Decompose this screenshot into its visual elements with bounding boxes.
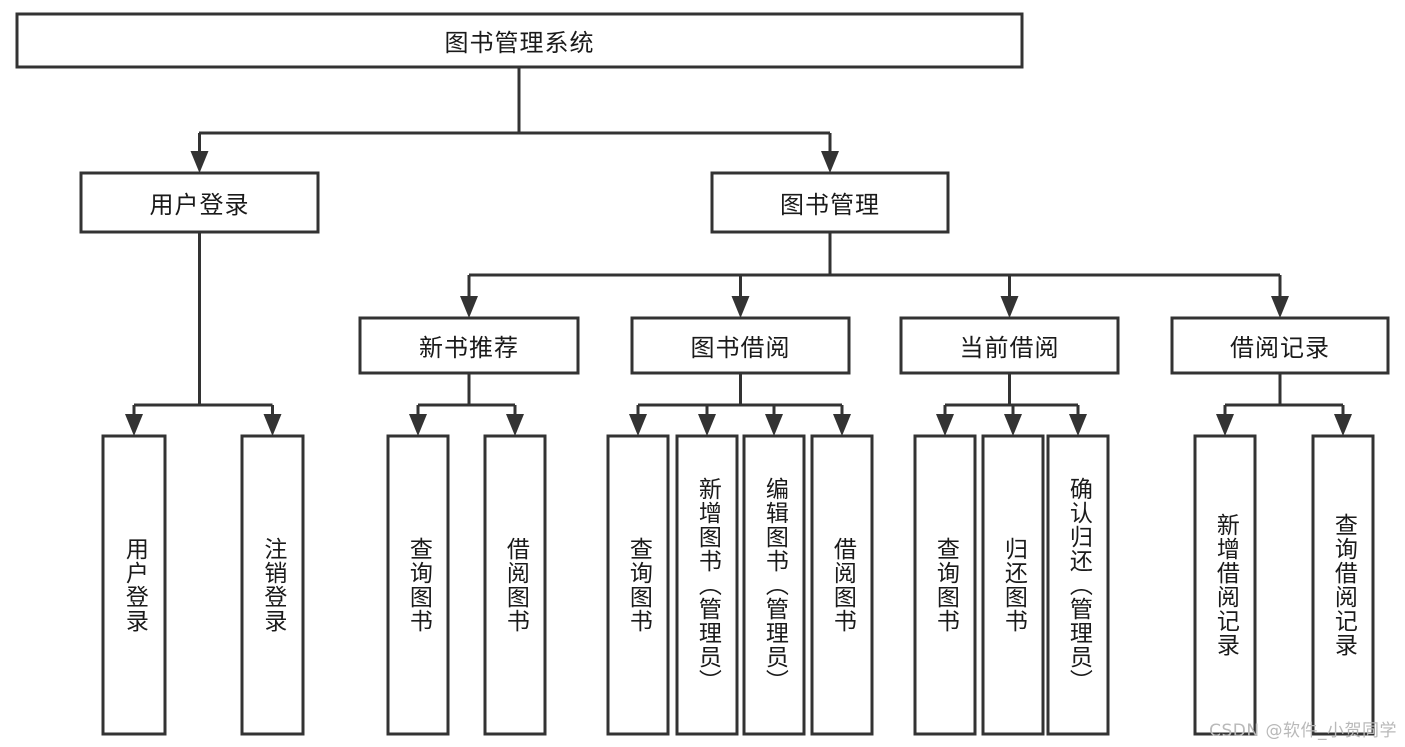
arrow-down-icon-leaf-node-当前借阅-2 [1069,414,1087,436]
leaf-node-box [606,434,670,736]
arrow-down-icon-leaf-node-用户登录-0 [125,414,143,436]
arrow-down-icon-level1-0 [190,151,209,173]
node-借阅记录-box [1170,316,1390,375]
leaf-node-box [386,434,450,736]
arrow-down-icon-level2-1 [731,296,750,318]
arrow-down-icon-level1-1 [821,151,839,173]
arrow-down-icon-leaf-node-新书推荐-1 [506,414,524,436]
arrow-down-icon-leaf-node-用户登录-1 [263,414,282,436]
arrow-down-icon-leaf-node-借阅记录-1 [1334,414,1352,436]
node-用户登录-box [79,171,320,234]
arrow-down-icon-leaf-node-借阅记录-0 [1216,414,1234,436]
root-node-box [15,12,1024,69]
node-当前借阅-box [899,316,1120,375]
arrow-down-icon-leaf-node-当前借阅-0 [936,414,954,436]
arrow-down-icon-leaf-node-图书借阅-0 [629,414,647,436]
leaf-node-box [981,434,1045,736]
node-图书管理-box [710,171,950,234]
leaf-node-box [1193,434,1257,736]
arrow-down-icon-leaf-node-新书推荐-0 [409,414,427,436]
node-layer [15,12,1390,736]
node-新书推荐-box [358,316,580,375]
leaf-node-box [913,434,977,736]
csdn-watermark: CSDN @软件_小贺同学 [1209,721,1397,741]
arrow-down-icon-leaf-node-图书借阅-3 [833,414,851,436]
leaf-node-box [675,434,739,736]
arrow-down-icon-leaf-node-图书借阅-1 [698,414,716,436]
leaf-node-box [1311,434,1375,736]
node-图书借阅-box [630,316,851,375]
arrow-down-icon-leaf-node-当前借阅-1 [1004,414,1022,436]
arrow-down-icon-level2-2 [1000,296,1019,318]
leaf-node-box [240,434,305,736]
leaf-node-box [810,434,874,736]
leaf-node-box [1046,434,1110,736]
leaf-node-box [742,434,806,736]
arrow-down-icon-leaf-node-图书借阅-2 [765,414,783,436]
connector-layer [125,67,1352,436]
leaf-node-box [101,434,167,736]
arrow-down-icon-level2-3 [1271,296,1289,318]
arrow-down-icon-level2-0 [460,296,478,318]
leaf-node-box [483,434,547,736]
